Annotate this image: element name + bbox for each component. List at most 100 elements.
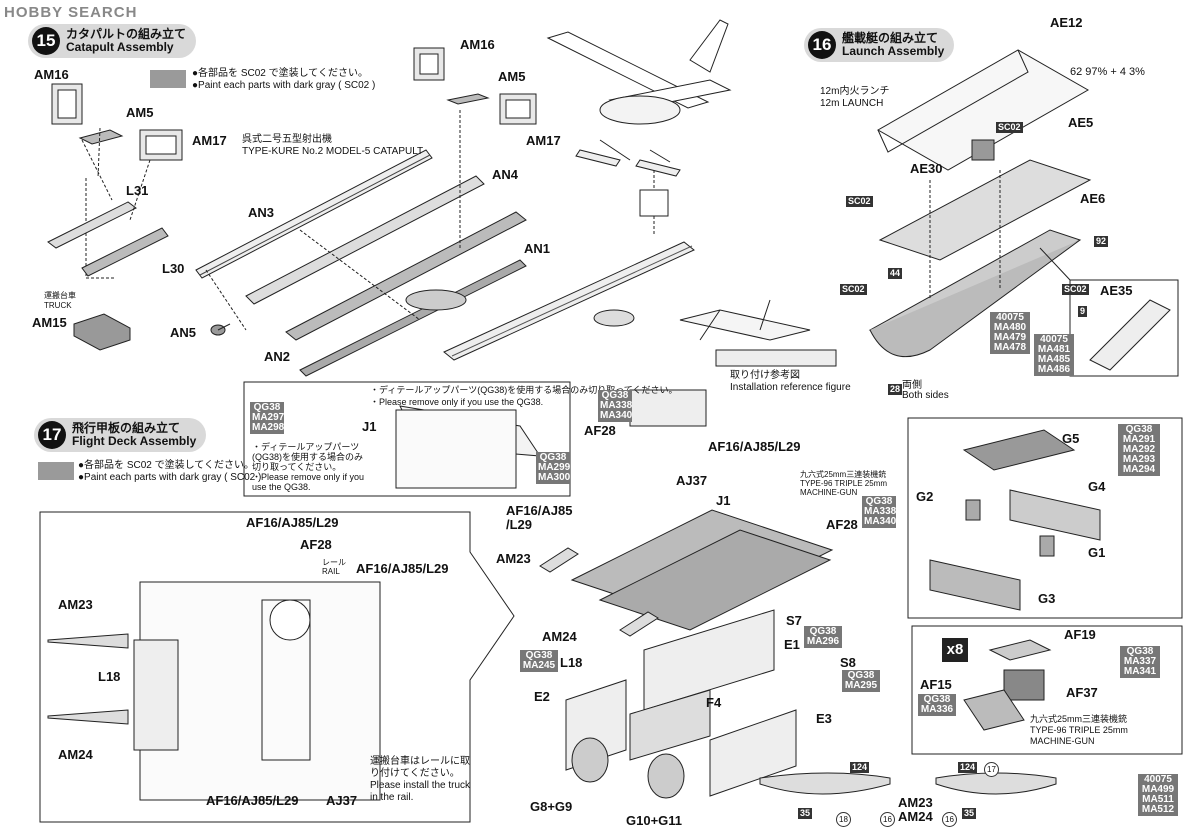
part-label: AF15 bbox=[920, 677, 952, 692]
part-label: AF19 bbox=[1064, 627, 1096, 642]
part-label: G1 bbox=[1088, 545, 1106, 560]
part-label: AF16/AJ85/L29 bbox=[206, 793, 299, 808]
install-ref-en: Installation reference figure bbox=[730, 382, 851, 393]
both-sides-en: Both sides bbox=[902, 390, 949, 401]
color-code: SC02 bbox=[840, 284, 867, 295]
part-label: G5 bbox=[1062, 431, 1080, 446]
step-15-title-jp: カタパルトの組み立て bbox=[66, 27, 187, 41]
truck-label-jp: 運搬台車 bbox=[44, 291, 76, 300]
detail-note-mid: ・ディテールアップパーツ (QG38)を使用する場合のみ 切り取ってください。 … bbox=[252, 442, 365, 492]
part-label: L30 bbox=[162, 261, 185, 276]
paint-number: 28 bbox=[888, 384, 903, 395]
part-label: AM23 bbox=[496, 551, 531, 566]
step-17-title-jp: 飛行甲板の組み立て bbox=[72, 421, 181, 435]
launch-label-jp: 12m内火ランチ bbox=[820, 86, 890, 97]
step-17-number: 17 bbox=[38, 421, 66, 449]
part-label: G8+G9 bbox=[530, 799, 573, 814]
part-label: AM5 bbox=[126, 105, 154, 120]
part-label: F4 bbox=[706, 695, 722, 710]
paint-number: 16 bbox=[880, 812, 895, 827]
part-label: AM24 bbox=[58, 747, 93, 762]
quantity-badge: x8 bbox=[942, 638, 968, 662]
detail-note-top-jp: ・ディテールアップパーツ(QG38)を使用する場合のみ切り取ってください。 bbox=[370, 385, 678, 395]
part-label: E2 bbox=[534, 689, 550, 704]
part-label: AF16/AJ85/L29 bbox=[356, 561, 449, 576]
part-label: AM16 bbox=[460, 37, 495, 52]
step-16-title-jp: 艦載艇の組み立て bbox=[842, 31, 939, 45]
part-label: S8 bbox=[840, 655, 856, 670]
part-label: L18 bbox=[560, 655, 583, 670]
part-label: L31 bbox=[126, 183, 149, 198]
part-label: E3 bbox=[816, 711, 832, 726]
paint-number: 44 bbox=[888, 268, 903, 279]
part-label: AM15 bbox=[32, 315, 67, 330]
step-16-number: 16 bbox=[808, 31, 836, 59]
part-label: AM16 bbox=[34, 67, 69, 82]
step-15-title-en: Catapult Assembly bbox=[66, 40, 174, 54]
part-label: AE5 bbox=[1068, 115, 1094, 130]
part-label: AE35 bbox=[1100, 283, 1133, 298]
launch-label-en: 12m LAUNCH bbox=[820, 98, 884, 109]
paint-number: 124 bbox=[958, 762, 978, 773]
step-17-note-en: ●Paint each parts with dark gray ( SC02 … bbox=[78, 472, 262, 483]
paint-number: 124 bbox=[850, 762, 870, 773]
part-label: E1 bbox=[784, 637, 800, 652]
paint-number: 18 bbox=[836, 812, 851, 827]
part-label: AF16/AJ85/L29 bbox=[246, 515, 339, 530]
part-label: AM23 bbox=[58, 597, 93, 612]
part-label: AN1 bbox=[524, 241, 551, 256]
step-15-note-jp: ●各部品を SC02 で塗装してください。 bbox=[192, 68, 369, 79]
part-label: AF28 bbox=[300, 537, 332, 552]
part-label: AE6 bbox=[1080, 191, 1106, 206]
step-16-header: 16 艦載艇の組み立て Launch Assembly bbox=[804, 28, 955, 62]
part-label: S7 bbox=[786, 613, 802, 628]
part-label: AM24 bbox=[898, 809, 933, 824]
part-label: J1 bbox=[716, 493, 731, 508]
part-label: AN5 bbox=[170, 325, 197, 340]
part-label: AN4 bbox=[492, 167, 519, 182]
paint-swatch bbox=[150, 70, 186, 88]
part-label: AM23 bbox=[898, 795, 933, 810]
step-17-title-en: Flight Deck Assembly bbox=[72, 434, 197, 448]
part-label: AE30 bbox=[910, 161, 943, 176]
part-label: AE12 bbox=[1050, 15, 1083, 30]
step-15-number: 15 bbox=[32, 27, 60, 55]
part-label: AF16/AJ85 bbox=[506, 503, 573, 518]
step-15-header: 15 カタパルトの組み立て Catapult Assembly bbox=[28, 24, 197, 58]
part-label: AF16/AJ85/L29 bbox=[708, 439, 801, 454]
install-ref-jp: 取り付け参考図 bbox=[730, 370, 800, 381]
step-17-header: 17 飛行甲板の組み立て Flight Deck Assembly bbox=[34, 418, 207, 452]
watermark: HOBBY SEARCH bbox=[4, 4, 138, 21]
part-label: AM17 bbox=[192, 133, 227, 148]
color-code: SC02 bbox=[996, 122, 1023, 133]
detail-note-top-en: ・Please remove only if you use the QG38. bbox=[370, 397, 544, 407]
color-code: SC02 bbox=[846, 196, 873, 207]
truck-label-en: TRUCK bbox=[44, 301, 72, 310]
catapult-label-en: TYPE-KURE No.2 MODEL-5 CATAPULT bbox=[242, 146, 424, 157]
paint-number: 35 bbox=[798, 808, 813, 819]
paint-number: 17 bbox=[984, 762, 999, 777]
part-label: G4 bbox=[1088, 479, 1106, 494]
part-label: AN3 bbox=[248, 205, 275, 220]
part-label: G10+G11 bbox=[626, 813, 683, 828]
step-16-title-en: Launch Assembly bbox=[842, 44, 945, 58]
paint-number: 16 bbox=[942, 812, 957, 827]
paint-swatch bbox=[38, 462, 74, 480]
color-code: SC02 bbox=[1062, 284, 1089, 295]
part-label: AM24 bbox=[542, 629, 577, 644]
both-sides-jp: 両側 bbox=[902, 380, 922, 391]
step-15-note-en: ●Paint each parts with dark gray ( SC02 … bbox=[192, 80, 376, 91]
paint-number: 92 bbox=[1094, 236, 1109, 247]
part-label: G2 bbox=[916, 489, 934, 504]
